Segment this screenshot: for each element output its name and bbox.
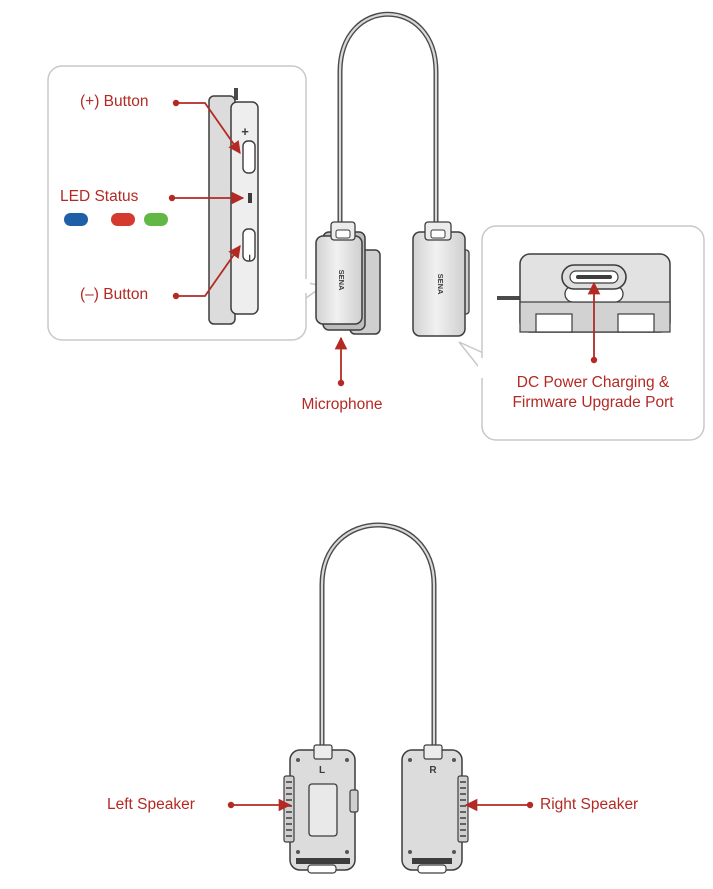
left-speaker-marking: L <box>319 765 325 776</box>
minus-button-label: (–) Button <box>80 286 149 303</box>
led-color-red <box>111 213 135 226</box>
callout-joint <box>300 279 310 293</box>
port-closeup <box>497 253 671 333</box>
side-view-module: + – <box>208 88 259 325</box>
right-speaker-unit: R <box>401 744 469 874</box>
bottom-headband-cable-inner <box>320 524 436 754</box>
led-indicator <box>248 193 252 203</box>
right-speaker-arrow <box>464 798 534 812</box>
bottom-headband-cable <box>319 522 437 755</box>
led-status-label: LED Status <box>60 188 139 205</box>
port-arrow <box>587 281 601 364</box>
right-speaker-label: Right Speaker <box>540 796 639 813</box>
left-speaker-label: Left Speaker <box>107 796 195 813</box>
top-headband-cable-inner <box>338 13 438 234</box>
led-status-arrow <box>168 191 245 205</box>
plus-button-arrow <box>172 99 241 155</box>
right-speaker-marking: R <box>429 765 437 776</box>
plus-button-key <box>242 140 256 174</box>
plus-button-label: (+) Button <box>80 93 149 110</box>
minus-button-key <box>242 228 256 262</box>
port-callout-joint <box>478 358 486 378</box>
led-color-green <box>144 213 168 226</box>
brand-logo-left: SENA <box>337 270 346 291</box>
left-speaker-unit: L <box>283 744 359 874</box>
left-main-module: SENA <box>315 221 381 335</box>
brand-logo-right: SENA <box>436 274 445 295</box>
right-main-module: SENA <box>412 221 470 337</box>
port-label-line1: DC Power Charging & <box>516 374 670 391</box>
minus-sign-marking: – <box>243 254 258 261</box>
microphone-label: Microphone <box>301 396 383 413</box>
plus-sign-marking: + <box>241 124 249 139</box>
minus-button-arrow <box>172 244 241 300</box>
left-speaker-arrow <box>227 798 292 812</box>
port-label-line2: Firmware Upgrade Port <box>512 394 674 411</box>
top-headband-cable <box>337 11 439 235</box>
microphone-arrow <box>334 336 348 387</box>
led-color-blue <box>64 213 88 226</box>
